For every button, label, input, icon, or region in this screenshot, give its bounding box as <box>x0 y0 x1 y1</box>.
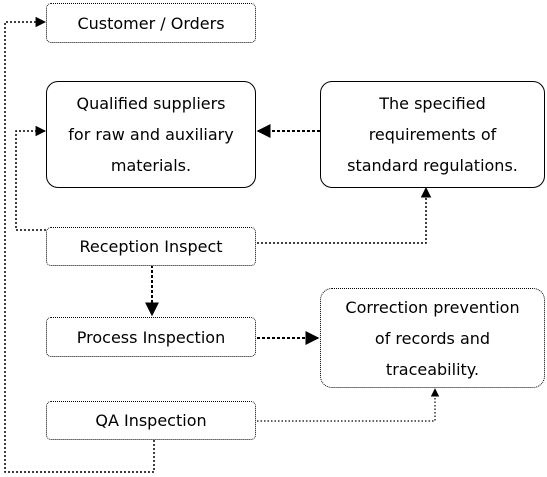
node-process-inspection-label: Process Inspection <box>76 327 226 347</box>
node-process-inspection: Process Inspection <box>46 317 256 357</box>
connector-reception-to-suppliers <box>15 125 47 231</box>
node-reception-inspect-label: Reception Inspect <box>79 237 223 256</box>
node-customer-orders: Customer / Orders <box>46 3 256 43</box>
connector-qa-to-customer <box>4 16 155 473</box>
node-qualified-suppliers: Qualified suppliers for raw and auxiliar… <box>46 81 256 188</box>
node-specified-requirements: The specified requirements of standard r… <box>320 81 545 188</box>
node-qualified-suppliers-label: Qualified suppliers for raw and auxiliar… <box>68 94 234 175</box>
node-qa-inspection-label: QA Inspection <box>95 411 207 430</box>
node-correction-prevention-label: Correction prevention of records and tra… <box>345 297 520 379</box>
connector-reception-to-requirements <box>257 186 432 244</box>
node-correction-prevention: Correction prevention of records and tra… <box>320 288 545 388</box>
node-customer-orders-label: Customer / Orders <box>77 13 225 33</box>
node-specified-requirements-label: The specified requirements of standard r… <box>347 94 518 175</box>
connector-qa-to-correction <box>257 388 440 422</box>
node-qa-inspection: QA Inspection <box>46 401 256 440</box>
node-reception-inspect: Reception Inspect <box>46 227 256 266</box>
